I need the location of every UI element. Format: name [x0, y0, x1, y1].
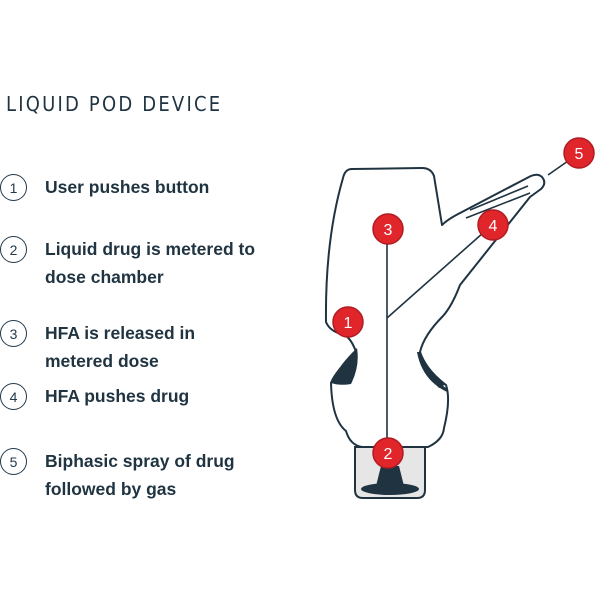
marker-label: 3 — [384, 222, 393, 239]
step-2: 2 Liquid drug is metered to dose chamber — [0, 236, 275, 291]
device-diagram: 1 2 3 4 5 — [300, 120, 600, 520]
device-body — [324, 167, 546, 448]
marker-label: 2 — [384, 446, 393, 463]
step-4: 4 HFA pushes drug — [0, 383, 189, 410]
step-text: Biphasic spray of drug followed by gas — [45, 451, 235, 499]
step-3: 3 HFA is released in metered dose — [0, 320, 235, 375]
step-text: User pushes button — [45, 177, 210, 197]
step-number-badge: 4 — [0, 383, 27, 410]
step-text: HFA pushes drug — [45, 386, 190, 406]
marker-2: 2 — [372, 437, 404, 469]
marker-label: 5 — [575, 146, 584, 163]
step-number-badge: 2 — [0, 236, 27, 263]
marker-1: 1 — [332, 306, 364, 338]
step-1: 1 User pushes button — [0, 174, 209, 201]
page-title: LIQUID POD DEVICE — [6, 92, 223, 116]
step-text: Liquid drug is metered to dose chamber — [45, 239, 256, 287]
left-grip — [331, 348, 358, 385]
step-text: HFA is released in metered dose — [45, 323, 196, 371]
step-number-badge: 5 — [0, 448, 27, 475]
right-grip — [420, 354, 446, 388]
device-base — [354, 446, 426, 499]
marker-label: 4 — [489, 218, 498, 235]
step-number-badge: 1 — [0, 174, 27, 201]
step-number-badge: 3 — [0, 320, 27, 347]
marker-label: 1 — [344, 315, 353, 332]
marker-3: 3 — [372, 213, 404, 245]
marker-4: 4 — [477, 209, 509, 241]
step-5: 5 Biphasic spray of drug followed by gas — [0, 448, 275, 503]
marker-5: 5 — [563, 137, 595, 169]
